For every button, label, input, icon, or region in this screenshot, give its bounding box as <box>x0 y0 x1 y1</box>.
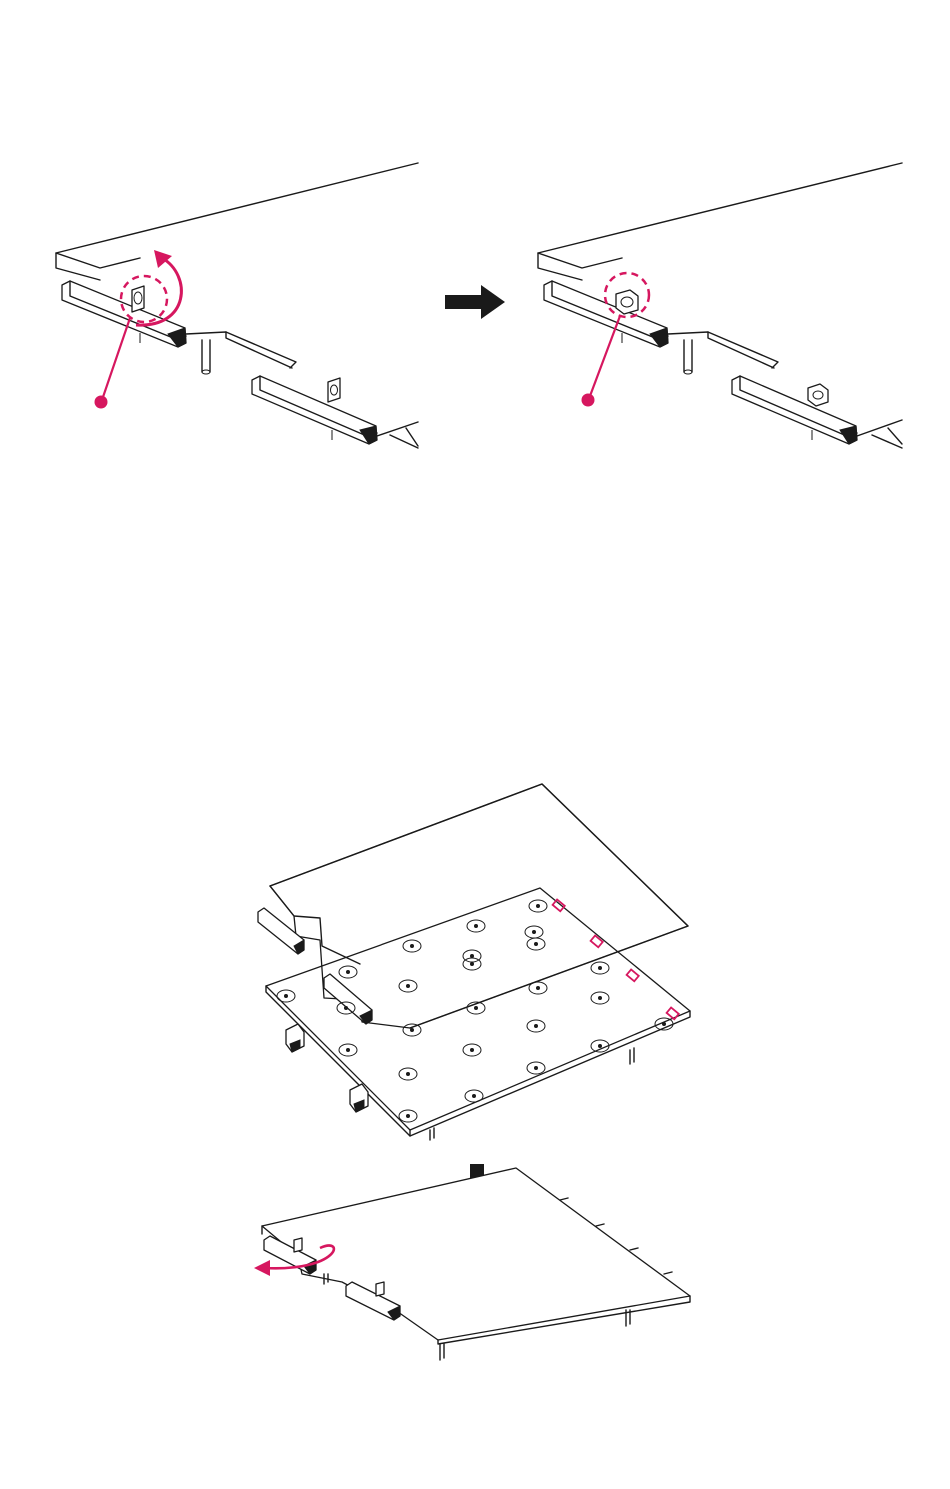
plate-cut <box>857 420 902 448</box>
plate-cut <box>377 422 418 448</box>
plate-edge-inner <box>56 253 140 268</box>
mounting-hole-center <box>346 970 350 974</box>
plate-step-side <box>708 332 774 368</box>
bracket-clip-left-rotated <box>616 290 638 314</box>
plate-edge <box>538 163 902 280</box>
right-arrow-icon <box>443 284 507 320</box>
detail-after-panel <box>520 150 920 460</box>
detail-before-panel <box>40 150 440 460</box>
mounting-hole-center <box>534 1066 538 1070</box>
mounting-hole-center <box>598 996 602 1000</box>
mounting-hole-center <box>474 924 478 928</box>
mounting-hole-center <box>532 930 536 934</box>
support-post <box>684 340 692 374</box>
mounting-hole-center <box>410 944 414 948</box>
plate-edge-inner <box>538 253 622 268</box>
plate-leg <box>440 1344 444 1360</box>
bracket-bar-right <box>732 376 857 444</box>
bracket-clip-left <box>132 286 144 312</box>
mounting-hole-center <box>662 1022 666 1026</box>
mounting-hole-center <box>536 986 540 990</box>
mounting-hole-center <box>536 904 540 908</box>
base-leg <box>430 1128 434 1140</box>
assembled-drawing <box>250 1164 710 1364</box>
assembled-plate <box>262 1168 690 1360</box>
callout-line <box>102 318 130 400</box>
callout-dot-icon <box>95 396 108 409</box>
exploded-assembly-panel <box>250 778 710 1148</box>
mounting-hole-center <box>534 1024 538 1028</box>
assembled-panel <box>250 1164 710 1364</box>
mounting-hole-center <box>470 954 474 958</box>
base-leg <box>630 1048 634 1064</box>
bracket-clip-right <box>328 378 340 402</box>
detail-after-drawing <box>520 150 920 460</box>
mounting-hole-center <box>346 1048 350 1052</box>
side-clip <box>286 1024 304 1052</box>
bracket-clip-right-rotated <box>808 384 828 406</box>
mounting-hole-center <box>534 942 538 946</box>
mounting-hole-center <box>472 1094 476 1098</box>
mounting-hole-center <box>406 984 410 988</box>
detail-before-drawing <box>40 150 440 460</box>
mounting-hole-center <box>344 1006 348 1010</box>
mounting-hole-center <box>598 966 602 970</box>
side-clip <box>350 1084 368 1112</box>
rotate-arrowhead-icon <box>254 1260 270 1276</box>
step-arrow <box>443 284 507 320</box>
mounting-hole-center <box>406 1072 410 1076</box>
mounting-hole-center <box>598 1044 602 1048</box>
support-post <box>202 340 210 374</box>
mounting-hole-center <box>284 994 288 998</box>
mounting-hole-center <box>470 962 474 966</box>
plate-step-side <box>226 332 292 368</box>
exploded-assembly-drawing <box>250 778 710 1148</box>
plate-edge <box>56 163 418 280</box>
callout-dot-icon <box>582 394 595 407</box>
mounting-hole-center <box>474 1006 478 1010</box>
mounting-hole-center <box>470 1048 474 1052</box>
mounting-hole-center <box>406 1114 410 1118</box>
callout-line <box>590 316 620 396</box>
mounting-hole-center <box>410 1028 414 1032</box>
bracket-bar-right <box>252 376 377 444</box>
